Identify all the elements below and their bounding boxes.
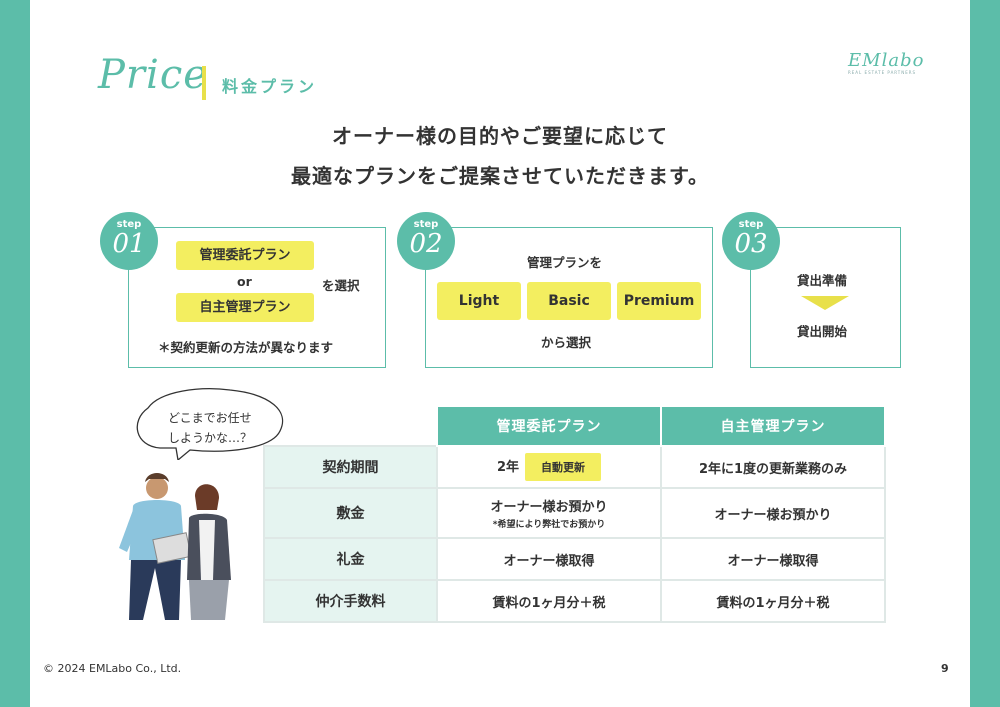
emlabo-logo: EMlabo REAL ESTATE PARTNERS	[848, 44, 924, 75]
step-03-bottom-text: 貸出開始	[797, 324, 848, 339]
cell-brokerage-fee-self: 賃料の1ヶ月分＋税	[660, 579, 886, 623]
arrow-down-icon	[801, 296, 849, 310]
deposit-note: *希望により弊社でお預かり	[492, 520, 606, 530]
bubble-text: どこまでお任せ しようかな…？	[168, 408, 252, 448]
row-label-contract-period: 契約期間	[263, 445, 438, 489]
title-divider	[202, 66, 206, 100]
or-text: or	[237, 274, 252, 289]
page-number: 9	[941, 662, 949, 675]
cell-deposit-management: オーナー様お預かり *希望により弊社でお預かり	[436, 487, 662, 539]
select-text: を選択	[322, 278, 360, 293]
step-02-word: step	[413, 219, 439, 230]
step-02-top-text: 管理プランを	[527, 255, 603, 270]
table-row: 礼金 オーナー様取得 オーナー様取得	[263, 537, 886, 581]
header-self-management-plan: 自主管理プラン	[660, 405, 886, 447]
bubble-line-2: しようかな…？	[168, 431, 253, 445]
step-03-word: step	[738, 219, 764, 230]
step-03-badge: step 03	[722, 212, 780, 270]
row-label-brokerage-fee: 仲介手数料	[263, 579, 438, 623]
logo-subtext: REAL ESTATE PARTNERS	[848, 70, 917, 75]
logo-italic-text: labo	[881, 50, 925, 71]
headline-line-2: 最適なプランをご提案させていただきます。	[291, 164, 709, 188]
option-self-management-plan: 自主管理プラン	[176, 293, 314, 322]
row-label-key-money: 礼金	[263, 537, 438, 581]
left-border	[0, 0, 30, 707]
bubble-line-1: どこまでお任せ	[168, 411, 252, 425]
plan-basic: Basic	[527, 282, 611, 320]
plan-light: Light	[437, 282, 521, 320]
table-row: 仲介手数料 賃料の1ヶ月分＋税 賃料の1ヶ月分＋税	[263, 579, 886, 623]
cell-key-money-management: オーナー様取得	[436, 537, 662, 581]
step-01-number: 01	[112, 229, 146, 259]
copyright: © 2024 EMLabo Co., Ltd.	[43, 662, 182, 675]
step-03-top-text: 貸出準備	[797, 273, 848, 288]
cell-deposit-self: オーナー様お預かり	[660, 487, 886, 539]
table-row: 契約期間 2年自動更新 2年に1度の更新業務のみ	[263, 445, 886, 489]
auto-renewal-badge: 自動更新	[525, 453, 602, 481]
header-management-plan: 管理委託プラン	[436, 405, 662, 447]
row-label-deposit: 敷金	[263, 487, 438, 539]
step-02-badge: step 02	[397, 212, 455, 270]
headline-line-1: オーナー様の目的やご要望に応じて	[332, 124, 668, 148]
page-title: 料金プラン	[222, 77, 318, 96]
plan-comparison-table: 管理委託プラン 自主管理プラン 契約期間 2年自動更新 2年に1度の更新業務のみ…	[263, 405, 886, 623]
cell-contract-period-self: 2年に1度の更新業務のみ	[660, 445, 886, 489]
cell-contract-period-management: 2年自動更新	[436, 445, 662, 489]
step-01-badge: step 01	[100, 212, 158, 270]
table-header-row: 管理委託プラン 自主管理プラン	[264, 405, 886, 447]
speech-bubble	[136, 388, 284, 460]
step-03-number: 03	[734, 229, 768, 259]
cell-key-money-self: オーナー様取得	[660, 537, 886, 581]
step-02-number: 02	[409, 229, 443, 259]
renewal-note: ＊契約更新の方法が異なります	[158, 340, 334, 355]
deposit-main-text: オーナー様お預かり	[490, 500, 608, 515]
table-corner	[264, 406, 437, 446]
option-management-plan: 管理委託プラン	[176, 241, 314, 270]
price-script-title: Price	[98, 52, 208, 98]
people-illustration	[119, 473, 231, 620]
right-border	[970, 0, 1000, 707]
cell-brokerage-fee-management: 賃料の1ヶ月分＋税	[436, 579, 662, 623]
step-02-bottom-text: から選択	[541, 335, 592, 350]
plan-premium: Premium	[617, 282, 701, 320]
table-row: 敷金 オーナー様お預かり *希望により弊社でお預かり オーナー様お預かり	[263, 487, 886, 539]
logo-main-text: EM	[848, 50, 882, 71]
step-01-word: step	[116, 219, 142, 230]
contract-years: 2年	[496, 460, 520, 475]
